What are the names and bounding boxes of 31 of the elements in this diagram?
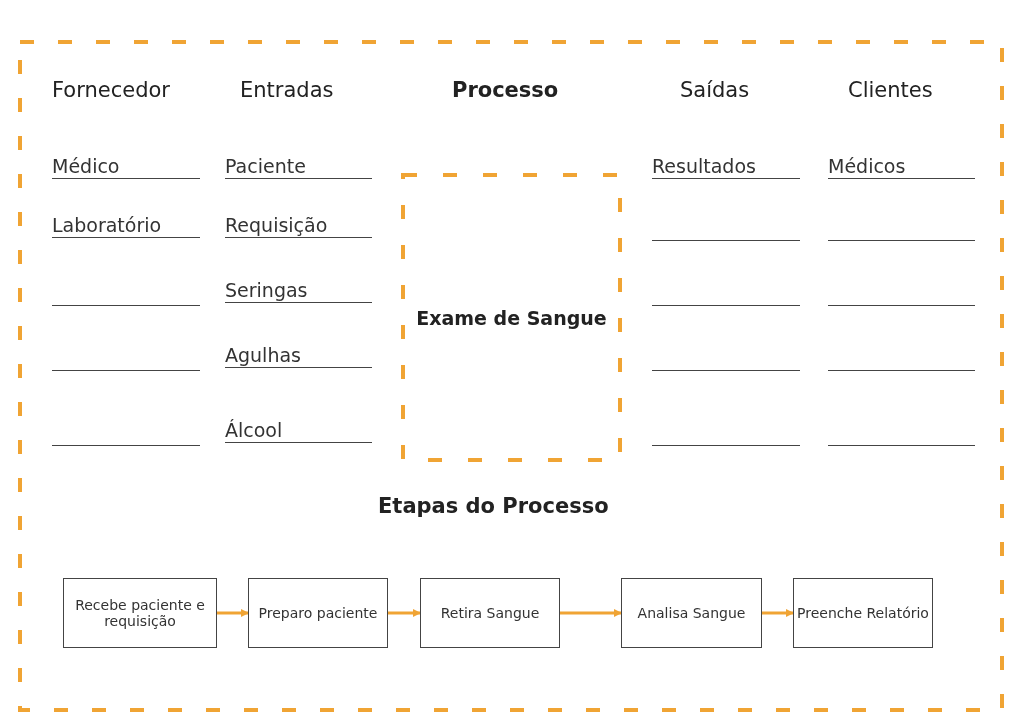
- filled-entry: Requisição: [225, 214, 372, 238]
- arrow: [217, 609, 249, 617]
- step-text: Preenche Relatório: [797, 605, 929, 621]
- column-heading: Entradas: [240, 78, 334, 102]
- column-heading: Saídas: [680, 78, 750, 102]
- column-heading: Clientes: [848, 78, 933, 102]
- arrow: [388, 609, 421, 617]
- filled-entry: Agulhas: [225, 344, 372, 368]
- dashed-process-box: [401, 173, 622, 462]
- process-step-box: [621, 578, 762, 648]
- column-heading: Processo: [452, 78, 559, 102]
- step-text: Retira Sangue: [440, 605, 540, 621]
- filled-entry: Médicos: [828, 155, 975, 179]
- process-step-box: [793, 578, 933, 648]
- filled-entry: Médico: [52, 155, 200, 179]
- process-step-box: [248, 578, 388, 648]
- filled-entry: Seringas: [225, 279, 372, 303]
- process-title: Exame de Sangue: [416, 306, 607, 329]
- filled-entry: Laboratório: [52, 214, 200, 238]
- process-step-box: [63, 578, 217, 648]
- arrow: [762, 609, 794, 617]
- arrow: [560, 609, 622, 617]
- step-text: Preparo paciente: [258, 605, 378, 621]
- filled-entry: Álcool: [225, 419, 372, 443]
- column-heading: Etapas do Processo: [378, 494, 609, 518]
- step-text: Analisa Sangue: [637, 605, 746, 621]
- filled-entry: Paciente: [225, 155, 372, 179]
- step-text: Recebe paciente e requisição: [74, 597, 206, 629]
- filled-entry: Resultados: [652, 155, 800, 179]
- process-step-box: [420, 578, 560, 648]
- column-heading: Fornecedor: [52, 78, 170, 102]
